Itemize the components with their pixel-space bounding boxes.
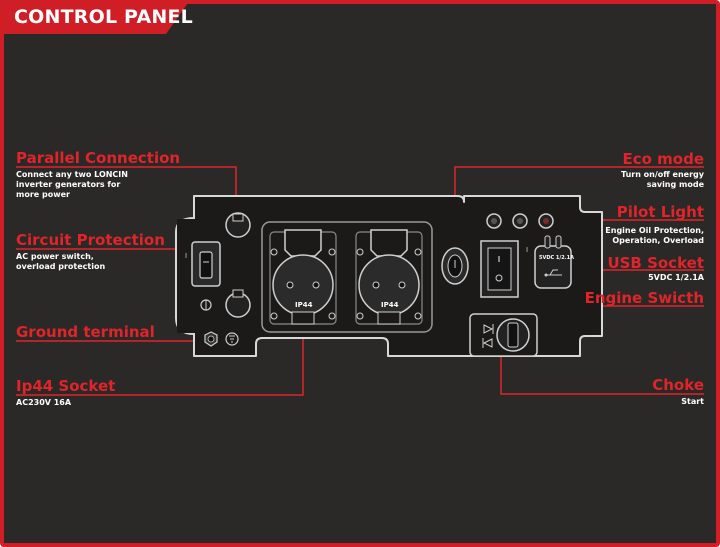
callout-eco-desc-1: Turn on/off energy (620, 170, 704, 179)
callout-usb-socket: USB Socket (607, 254, 704, 272)
page-title: CONTROL PANEL (14, 6, 193, 28)
callout-pilot-desc-2: Operation, Overload (612, 236, 704, 245)
callout-ip44-desc: AC230V 16A (16, 398, 72, 407)
callout-circuit-desc-2: overload protection (16, 262, 106, 271)
callout-circuit-desc-1: AC power switch, (16, 252, 94, 261)
callout-parallel-connection: Parallel Connection (16, 149, 181, 167)
eco-mode-switch[interactable] (441, 247, 469, 285)
usb-socket[interactable] (534, 235, 572, 289)
usb-socket-label: 5VDC 1/2.1A (539, 255, 574, 261)
svg-text:I: I (526, 246, 528, 254)
pilot-lights (486, 213, 554, 229)
socket-label-left: IP44 (295, 301, 313, 309)
callout-pilot-desc-1: Engine Oil Protection, (605, 226, 704, 235)
callout-parallel-desc-2: inverter generators for (16, 180, 121, 189)
callout-choke-desc: Start (681, 397, 704, 406)
callout-circuit-protection: Circuit Protection (16, 231, 165, 249)
callout-parallel-desc-1: Connect any two LONCIN (16, 170, 128, 179)
callout-usb-desc: 5VDC 1/2.1A (648, 273, 704, 282)
callout-engine-switch: Engine Swicth (584, 289, 704, 307)
choke-control[interactable] (469, 313, 538, 357)
callout-pilot-light: Pilot Light (616, 203, 704, 221)
callout-parallel-desc-3: more power (16, 190, 70, 199)
callout-eco-mode: Eco mode (622, 150, 704, 168)
callout-ground-terminal: Ground terminal (16, 323, 155, 341)
callout-eco-desc-2: saving mode (646, 180, 704, 189)
circuit-breaker[interactable] (191, 241, 221, 287)
ip44-socket-left[interactable] (269, 229, 337, 325)
parallel-connection-port-lower[interactable] (225, 289, 251, 318)
engine-switch[interactable] (480, 240, 519, 298)
ground-terminal[interactable] (204, 331, 239, 347)
parallel-connection-port-upper[interactable] (225, 212, 251, 238)
socket-label-right: IP44 (381, 301, 399, 309)
title-tab (0, 0, 190, 34)
svg-text:I: I (185, 252, 187, 260)
ip44-socket-right[interactable] (355, 229, 423, 325)
callout-ip44-socket: Ip44 Socket (16, 377, 116, 395)
callout-choke: Choke (652, 376, 704, 394)
